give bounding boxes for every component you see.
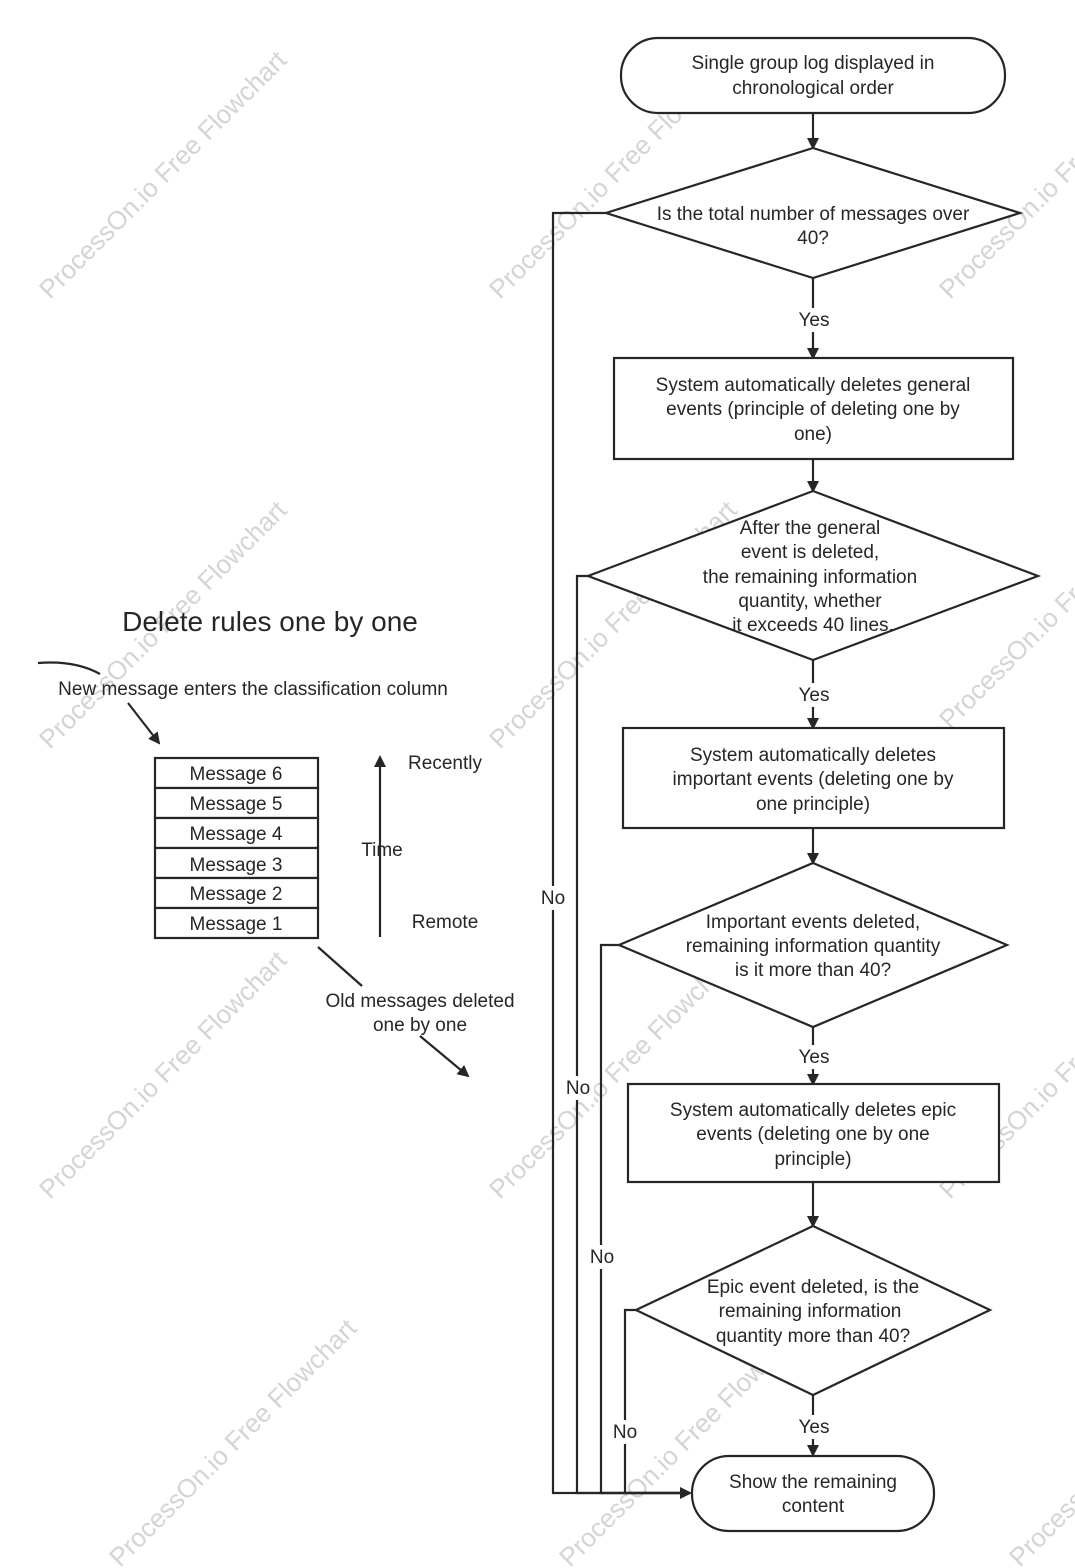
start-terminator bbox=[619, 36, 1007, 115]
recently-label: Recently bbox=[408, 753, 482, 774]
old-message-arrow bbox=[419, 1035, 470, 1078]
no-label: No bbox=[590, 1247, 614, 1268]
decision3-text-line3: is it more than 40? bbox=[735, 960, 891, 981]
message-cell bbox=[153, 786, 320, 820]
edge-labels: Yes Yes Yes Yes No No No No bbox=[538, 308, 832, 1444]
end-text-line1: Show the remaining bbox=[729, 1472, 897, 1493]
no-label: No bbox=[541, 888, 565, 909]
process3-text-line3: principle) bbox=[774, 1149, 851, 1170]
process1-text-line2: events (principle of deleting one by bbox=[666, 399, 960, 420]
flow-edges bbox=[551, 113, 819, 1499]
message-cell bbox=[153, 906, 320, 940]
process2-text-line2: important events (deleting one by bbox=[673, 769, 954, 790]
message-label: Message 5 bbox=[190, 794, 283, 815]
decision3-text-line2: remaining information quantity bbox=[686, 936, 941, 957]
decision2-text-line5: it exceeds 40 lines. bbox=[732, 615, 894, 636]
decision4-text-line2: remaining information bbox=[719, 1301, 902, 1322]
decision3-text-line1: Important events deleted, bbox=[706, 912, 920, 933]
no-label: No bbox=[566, 1078, 590, 1099]
time-label: Time bbox=[361, 840, 403, 861]
process-delete-important-events: System automatically deletes important e… bbox=[621, 726, 1006, 830]
message-stack: Message 6 Message 5 Message 4 Message 3 … bbox=[153, 756, 320, 940]
old-messages-label-line1: Old messages deleted bbox=[325, 991, 514, 1012]
message-cell bbox=[153, 876, 320, 910]
process2-text-line1: System automatically deletes bbox=[690, 745, 936, 766]
decision-diamond bbox=[616, 861, 1010, 1029]
incoming-curve bbox=[37, 661, 101, 675]
start-text-line1: Single group log displayed in bbox=[692, 53, 935, 74]
decision-important-deleted: Important events deleted, remaining info… bbox=[616, 861, 1010, 1029]
process3-text-line1: System automatically deletes epic bbox=[670, 1100, 956, 1121]
end-text-line2: content bbox=[782, 1496, 845, 1517]
decision2-text-line1: After the general bbox=[740, 518, 880, 539]
old-messages-label-line2: one by one bbox=[373, 1015, 467, 1036]
process-delete-epic-events: System automatically deletes epic events… bbox=[626, 1082, 1001, 1184]
yes-label: Yes bbox=[799, 310, 830, 331]
old-message-line bbox=[317, 946, 363, 987]
process1-text-line3: one) bbox=[794, 424, 832, 445]
no-label: No bbox=[613, 1422, 637, 1443]
start-node: Single group log displayed in chronologi… bbox=[619, 36, 1007, 115]
message-cell bbox=[153, 816, 320, 850]
decision4-text-line1: Epic event deleted, is the bbox=[707, 1277, 919, 1298]
legend-title: Delete rules one by one bbox=[122, 606, 418, 637]
decision-diamond bbox=[584, 489, 1042, 662]
end-terminator bbox=[690, 1454, 936, 1533]
decision-epic-deleted: Epic event deleted, is the remaining inf… bbox=[633, 1224, 993, 1397]
remote-label: Remote bbox=[412, 912, 479, 933]
process1-text-line1: System automatically deletes general bbox=[656, 375, 971, 396]
message-label: Message 2 bbox=[190, 884, 283, 905]
decision4-text-line3: quantity more than 40? bbox=[716, 1326, 910, 1347]
message-label: Message 1 bbox=[190, 914, 283, 935]
decision1-text-line2: 40? bbox=[797, 228, 829, 249]
new-message-arrow bbox=[127, 702, 161, 745]
decision-after-general-deleted: After the general event is deleted, the … bbox=[584, 489, 1042, 662]
process2-text-line3: one principle) bbox=[756, 794, 870, 815]
edge-d4-no bbox=[623, 1308, 690, 1495]
decision1-text-line1: Is the total number of messages over bbox=[657, 204, 970, 225]
message-label: Message 6 bbox=[190, 764, 283, 785]
decision-diamond bbox=[633, 1224, 993, 1397]
process-box bbox=[612, 356, 1015, 461]
new-message-label: New message enters the classification co… bbox=[58, 679, 448, 700]
process-delete-general-events: System automatically deletes general eve… bbox=[612, 356, 1015, 461]
decision-diamond bbox=[602, 146, 1024, 280]
watermark-text: ProcessOn.io Free Flowchart bbox=[33, 44, 293, 304]
start-text-line2: chronological order bbox=[732, 78, 894, 99]
process3-text-line2: events (deleting one by one bbox=[696, 1124, 929, 1145]
process-box bbox=[626, 1082, 1001, 1184]
decision-total-over-40: Is the total number of messages over 40? bbox=[602, 146, 1024, 280]
process-box bbox=[621, 726, 1006, 830]
watermark-text: ProcessOn.io Free Flowchart bbox=[1003, 1312, 1075, 1568]
yes-label: Yes bbox=[799, 685, 830, 706]
decision2-text-line4: quantity, whether bbox=[738, 591, 882, 612]
message-label: Message 4 bbox=[190, 824, 283, 845]
end-node: Show the remaining content bbox=[690, 1454, 936, 1533]
yes-label: Yes bbox=[799, 1047, 830, 1068]
delete-rules-legend: Delete rules one by one New message ente… bbox=[37, 606, 515, 1078]
watermark-text: ProcessOn.io Free Flowchart bbox=[103, 1312, 363, 1568]
watermark-text: ProcessOn.io Free Flowchart bbox=[33, 944, 293, 1204]
message-label: Message 3 bbox=[190, 855, 283, 876]
decision2-text-line3: the remaining information bbox=[703, 567, 917, 588]
decision2-text-line2: event is deleted, bbox=[741, 542, 879, 563]
yes-label: Yes bbox=[799, 1417, 830, 1438]
